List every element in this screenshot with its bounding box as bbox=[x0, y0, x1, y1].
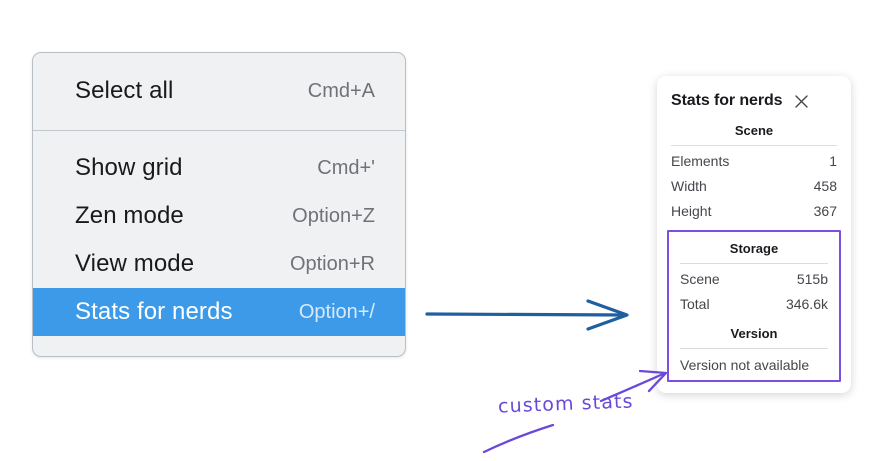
custom-stats-highlight-box: Storage Scene 515b Total 346.6k Version … bbox=[667, 230, 841, 382]
stat-row-height: Height 367 bbox=[671, 199, 837, 224]
stat-row-width: Width 458 bbox=[671, 174, 837, 199]
stats-panel-titlebar: Stats for nerds bbox=[657, 88, 851, 114]
menu-item-shortcut: Option+R bbox=[289, 252, 375, 275]
stat-key: Elements bbox=[671, 153, 730, 169]
blue-pointer-arrow bbox=[425, 299, 629, 331]
menu-item-show-grid[interactable]: Show grid Cmd+' bbox=[33, 144, 405, 192]
stats-group-scene: Scene Elements 1 Width 458 Height 367 bbox=[657, 114, 851, 224]
stat-row-storage-scene: Scene 515b bbox=[680, 267, 828, 292]
stat-row-elements: Elements 1 bbox=[671, 149, 837, 174]
menu-item-stats-for-nerds[interactable]: Stats for nerds Option+/ bbox=[33, 288, 405, 336]
menu-item-label: Zen mode bbox=[75, 202, 184, 229]
menu-item-label: Stats for nerds bbox=[75, 298, 233, 325]
stat-key: Height bbox=[671, 203, 712, 219]
stat-version-note: Version not available bbox=[680, 357, 810, 373]
menu-item-shortcut: Cmd+A bbox=[307, 79, 375, 102]
stat-value: 458 bbox=[813, 178, 837, 194]
stat-key: Width bbox=[671, 178, 707, 194]
stat-key: Total bbox=[680, 296, 710, 312]
stat-value: 346.6k bbox=[785, 296, 828, 312]
stats-group-heading: Scene bbox=[734, 123, 774, 138]
menu-item-label: Select all bbox=[75, 77, 174, 104]
close-icon[interactable] bbox=[792, 92, 810, 110]
menu-section-selection: Select all Cmd+A bbox=[33, 53, 405, 131]
menu-section-view: Show grid Cmd+' Zen mode Option+Z View m… bbox=[33, 131, 405, 356]
menu-footer-spacer bbox=[33, 336, 405, 356]
stat-key: Scene bbox=[680, 271, 720, 287]
menu-item-select-all[interactable]: Select all Cmd+A bbox=[33, 67, 405, 115]
divider bbox=[680, 263, 828, 264]
annotation-label-custom-stats: custom stats bbox=[497, 390, 634, 418]
divider bbox=[671, 145, 837, 146]
menu-item-label: Show grid bbox=[75, 154, 183, 181]
canvas-context-menu[interactable]: Select all Cmd+A Show grid Cmd+' Zen mod… bbox=[32, 52, 406, 357]
stat-value: 515b bbox=[796, 271, 828, 287]
stat-row-storage-total: Total 346.6k bbox=[680, 292, 828, 317]
purple-annotation-underline bbox=[482, 423, 555, 454]
menu-item-zen-mode[interactable]: Zen mode Option+Z bbox=[33, 192, 405, 240]
menu-item-label: View mode bbox=[75, 250, 195, 277]
divider bbox=[680, 348, 828, 349]
stat-value: 1 bbox=[829, 153, 837, 169]
stats-group-heading: Version bbox=[730, 326, 778, 341]
stat-value: 367 bbox=[813, 203, 837, 219]
menu-item-shortcut: Option+Z bbox=[292, 204, 375, 227]
menu-item-view-mode[interactable]: View mode Option+R bbox=[33, 240, 405, 288]
stats-group-heading: Storage bbox=[729, 241, 779, 256]
menu-item-shortcut: Cmd+' bbox=[317, 156, 375, 179]
menu-item-shortcut: Option+/ bbox=[298, 300, 375, 323]
stats-for-nerds-panel: Stats for nerds Scene Elements 1 Width 4… bbox=[657, 76, 851, 393]
stats-panel-title: Stats for nerds bbox=[671, 92, 783, 109]
